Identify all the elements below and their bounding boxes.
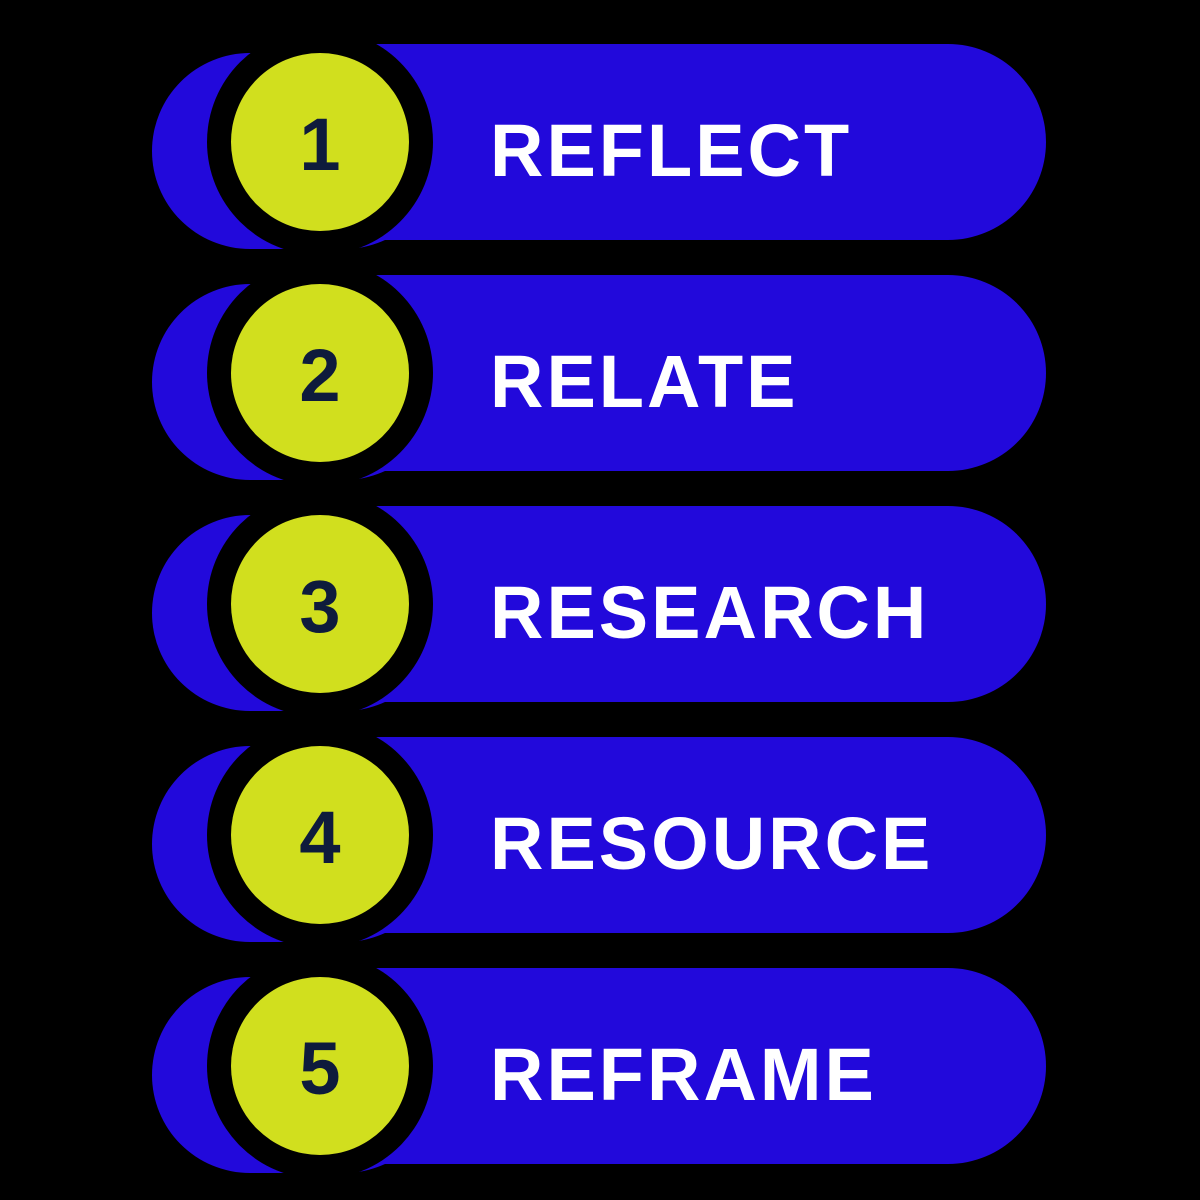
step-row-4: 4 RESOURCE bbox=[0, 722, 1200, 948]
step-row-3: 3 RESEARCH bbox=[0, 491, 1200, 717]
step-label: RESOURCE bbox=[490, 801, 934, 885]
step-number: 1 bbox=[299, 103, 341, 186]
step-label: REFRAME bbox=[490, 1032, 877, 1116]
step-number: 2 bbox=[299, 334, 341, 417]
number-circle: 2 bbox=[231, 284, 409, 462]
step-row-5: 5 REFRAME bbox=[0, 953, 1200, 1179]
number-circle: 1 bbox=[231, 53, 409, 231]
step-label: REFLECT bbox=[490, 108, 853, 192]
number-circle: 4 bbox=[231, 746, 409, 924]
step-number: 5 bbox=[299, 1027, 341, 1110]
step-row-1: 1 REFLECT bbox=[0, 29, 1200, 255]
number-circle: 5 bbox=[231, 977, 409, 1155]
step-label: RESEARCH bbox=[490, 570, 930, 654]
step-row-2: 2 RELATE bbox=[0, 260, 1200, 486]
step-number: 4 bbox=[299, 796, 341, 879]
step-number: 3 bbox=[299, 565, 341, 648]
number-circle: 3 bbox=[231, 515, 409, 693]
step-label: RELATE bbox=[490, 339, 799, 423]
